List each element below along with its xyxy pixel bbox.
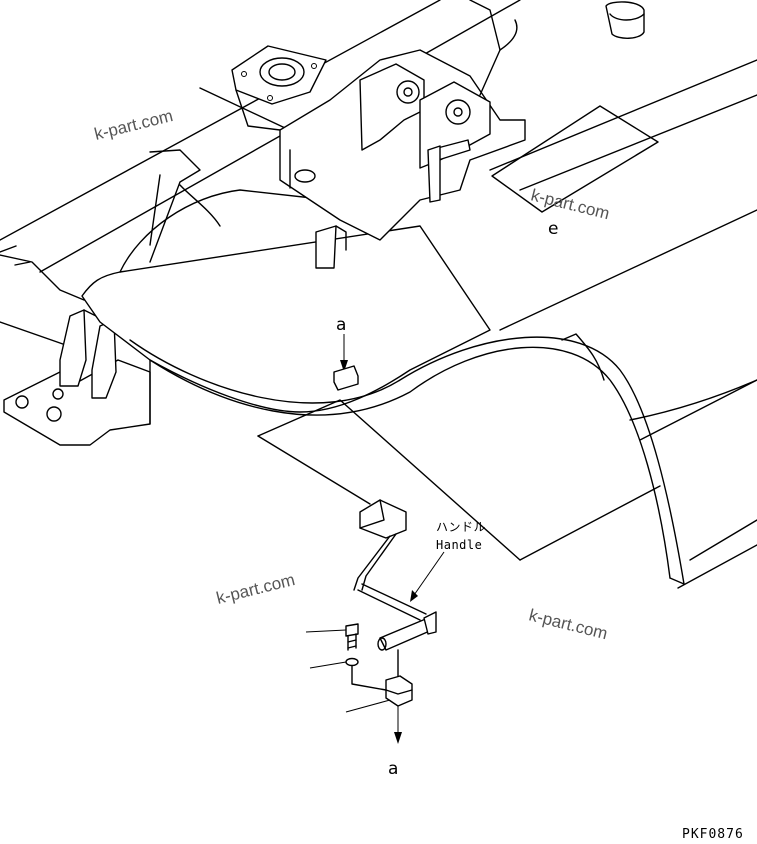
ref-a-bottom-label: a — [388, 759, 398, 779]
ref-a-top: a — [333, 315, 359, 391]
ref-a-top-label: a — [336, 315, 346, 335]
frame-structure — [0, 0, 757, 589]
drawing-code: PKF0876 — [682, 827, 744, 842]
watermark-1: k-part.com — [92, 106, 175, 144]
handle-label-jp: ハンドル — [436, 520, 486, 534]
watermark-3: k-part.com — [214, 570, 297, 608]
watermark-2: k-part.com — [529, 185, 612, 223]
watermark-4: k-part.com — [527, 605, 610, 643]
ref-e-label: e — [548, 219, 558, 239]
handle-assembly — [305, 499, 445, 744]
handle-label-en: Handle — [436, 538, 482, 552]
